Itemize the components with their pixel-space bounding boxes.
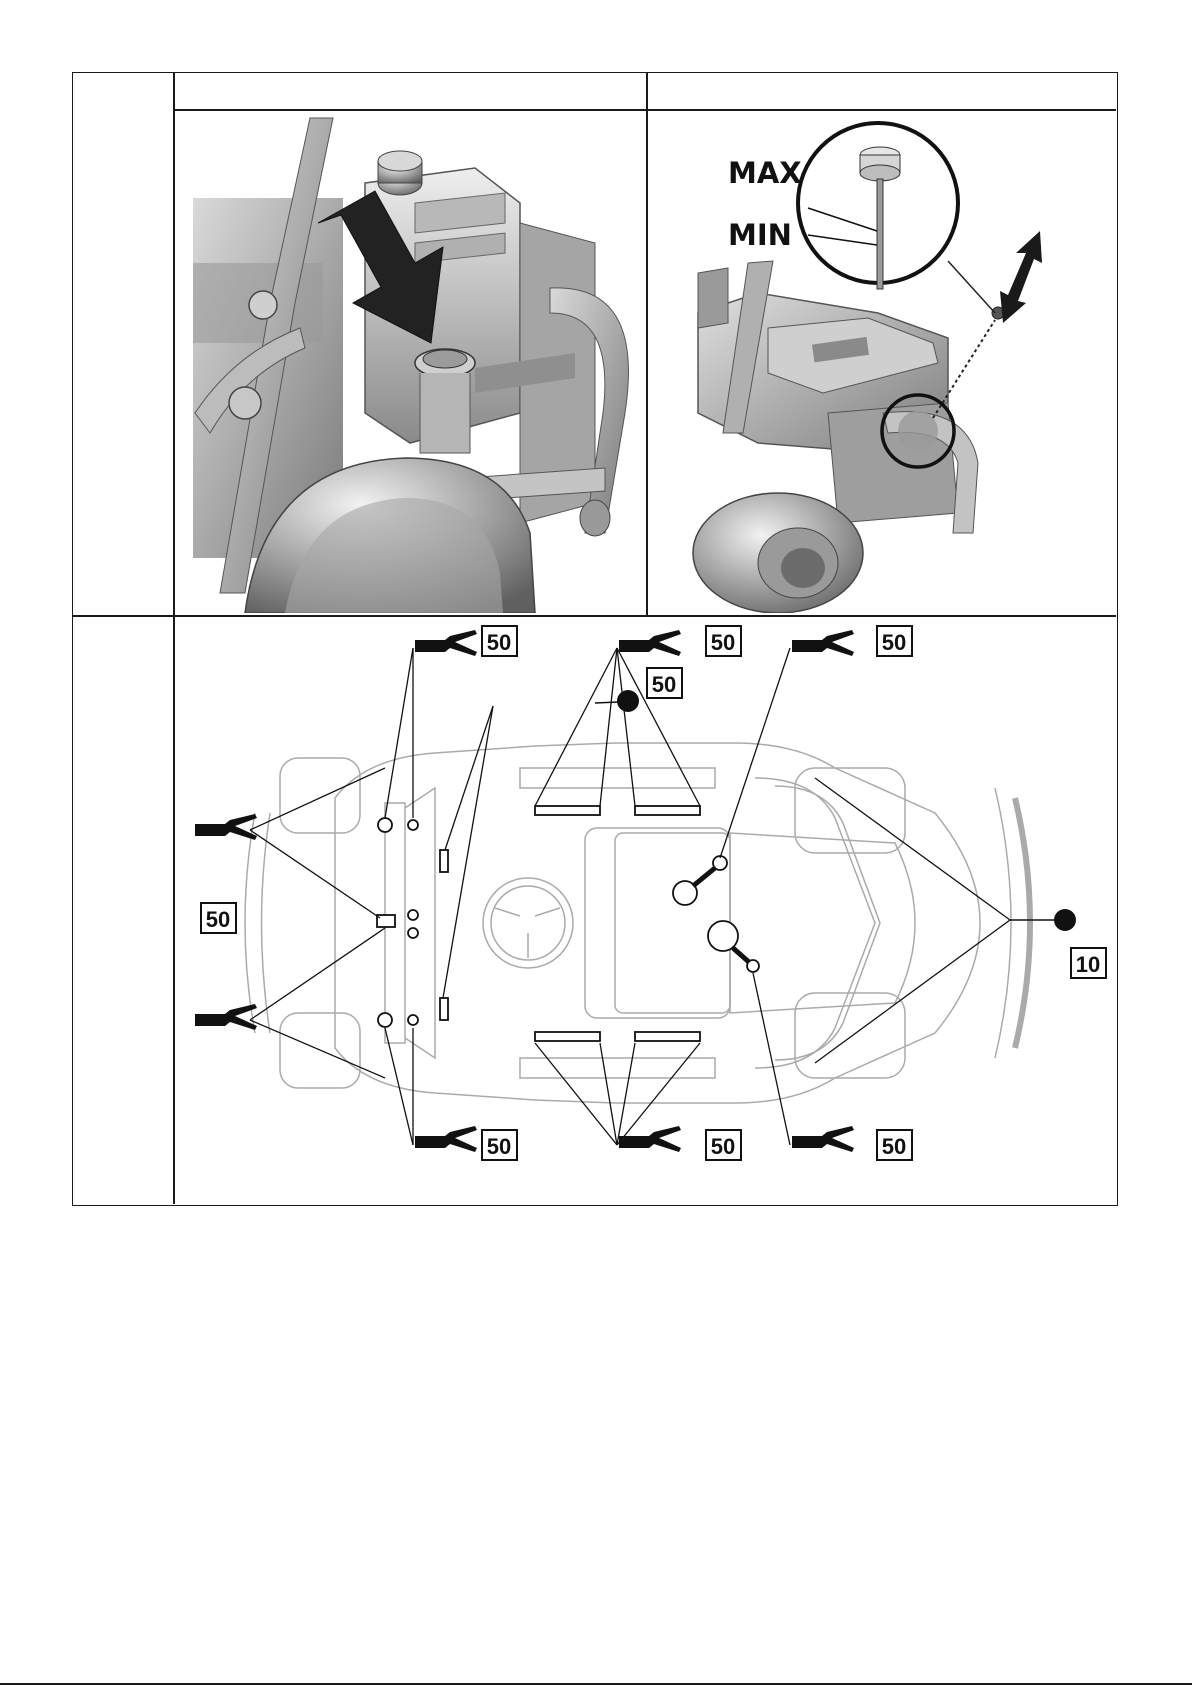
- row-divider: [73, 615, 1116, 617]
- interval-box: [201, 626, 1106, 1160]
- maintenance-table: MAX MIN: [72, 72, 1118, 1206]
- interval-top-left: 50: [487, 630, 511, 655]
- max-label: MAX: [728, 156, 802, 190]
- header-row-divider: [173, 109, 1116, 111]
- grease-gun-icon: [195, 630, 854, 1152]
- interval-bottom-left: 50: [487, 1134, 511, 1159]
- interval-left-side: 50: [206, 907, 230, 932]
- oil-point-icon: [617, 690, 639, 712]
- interval-bottom-right: 50: [882, 1134, 906, 1159]
- interval-bottom-center: 50: [711, 1134, 735, 1159]
- interval-top-mid-small: 50: [652, 672, 676, 697]
- interval-right-side: 10: [1076, 952, 1100, 977]
- interval-top-right: 50: [882, 630, 906, 655]
- interval-top-center: 50: [711, 630, 735, 655]
- oil-point-icon-rear: [1054, 909, 1076, 931]
- fuel-filler-illustration: [175, 113, 645, 613]
- lubrication-chart: 50 50 50 50 50 10 50 50 50: [175, 618, 1115, 1204]
- min-label: MIN: [728, 218, 792, 252]
- oil-dipstick-illustration: MAX MIN: [648, 113, 1115, 613]
